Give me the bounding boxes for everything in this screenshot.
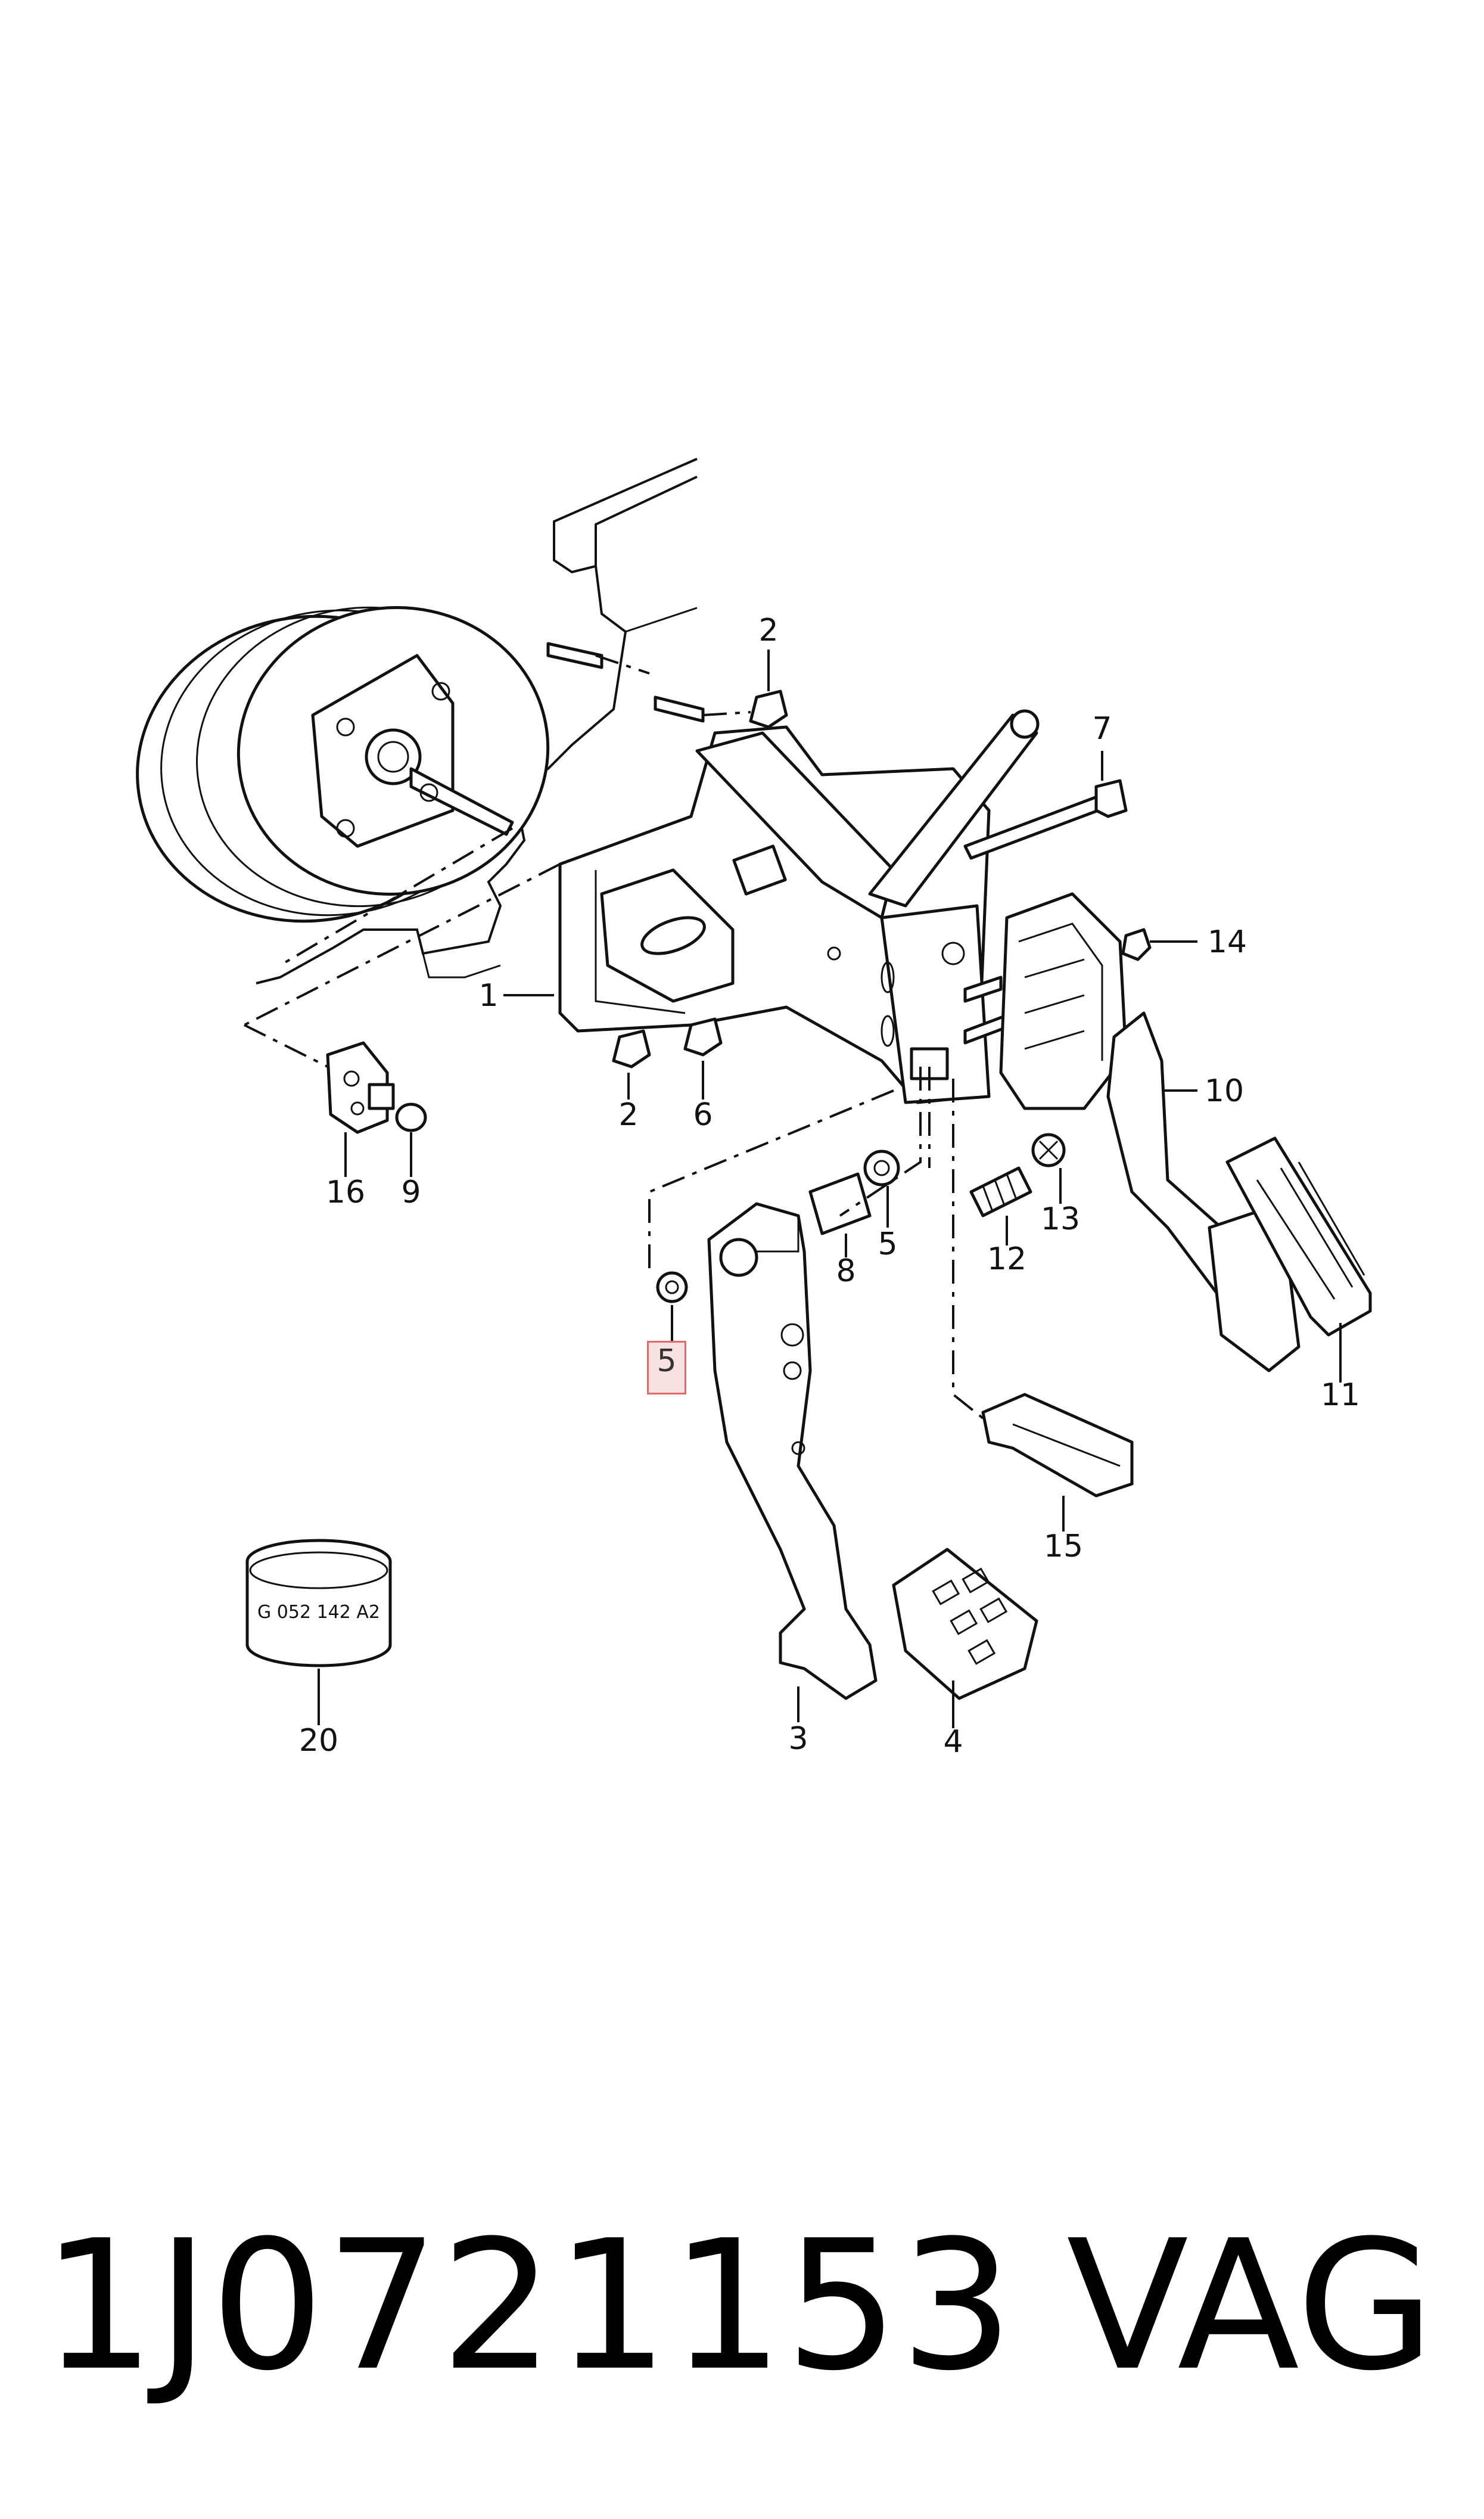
accelerator-pedal-module [999, 892, 1301, 1372]
callout-2-bottom: 2 [618, 1097, 638, 1133]
callout-6: 6 [693, 1097, 713, 1133]
nut-2-top [749, 689, 788, 729]
exploded-parts-diagram: G 052 142 A2 1 2 2 [136, 458, 1372, 1760]
bushing-5-left [656, 1271, 688, 1303]
callout-2-top: 2 [758, 613, 778, 648]
callout-16: 16 [326, 1175, 365, 1210]
callout-15: 15 [1044, 1529, 1083, 1564]
highlighted-callout-box [647, 1341, 686, 1394]
bushings [656, 1150, 900, 1303]
callout-5-right: 5 [878, 1226, 897, 1262]
callout-5-highlighted: 5 [657, 1343, 677, 1379]
callout-13: 13 [1041, 1201, 1080, 1237]
spring-and-clip [969, 1133, 1066, 1217]
clip-16-and-cap-9 [326, 1041, 427, 1134]
ring-stamp-label: G 052 142 A2 [257, 1602, 380, 1623]
sleeve-8 [808, 1172, 872, 1235]
callout-3: 3 [788, 1721, 808, 1757]
callout-labels: 1 2 2 3 4 5 6 7 8 9 10 11 12 13 14 15 16… [299, 613, 1360, 1760]
assembly-lines [244, 654, 984, 1420]
ring-20: G 052 142 A2 [245, 1539, 392, 1667]
brake-booster [136, 606, 550, 923]
brand-label: VAG [1066, 2202, 1435, 2410]
brake-pedal-arm [707, 1202, 878, 1700]
callout-4: 4 [943, 1724, 963, 1760]
callout-11: 11 [1321, 1377, 1360, 1413]
bushing-5-right [863, 1150, 900, 1186]
accelerator-pad [1225, 1136, 1372, 1337]
part-number: 1J0721153 [42, 2202, 1015, 2410]
callout-8: 8 [836, 1253, 855, 1289]
callout-14: 14 [1208, 924, 1247, 960]
pedal-bracket [558, 709, 1040, 1104]
callout-10: 10 [1205, 1073, 1244, 1109]
callout-12: 12 [987, 1241, 1026, 1277]
callout-7: 7 [1092, 711, 1112, 747]
brake-light-switch [981, 1393, 1134, 1498]
nut-14 [1121, 928, 1152, 961]
leader-lines [318, 650, 1342, 1728]
nut-2-bottom [612, 1029, 651, 1069]
callout-1: 1 [478, 978, 498, 1014]
callout-9: 9 [401, 1175, 421, 1210]
nut-6 [683, 1017, 723, 1057]
brake-pad [892, 1548, 1038, 1700]
callout-20: 20 [299, 1723, 338, 1759]
